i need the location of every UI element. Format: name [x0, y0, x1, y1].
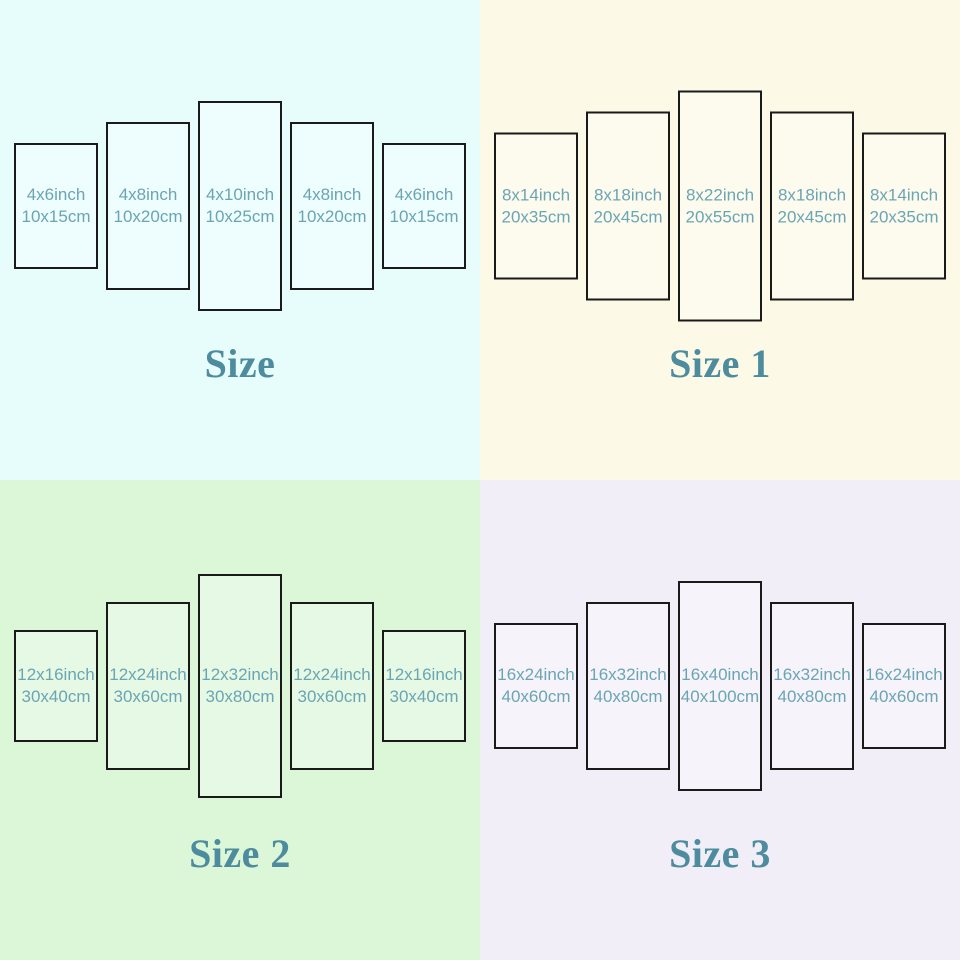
panel-size-cm: 30x60cm — [297, 687, 367, 706]
panel-size-cm: 30x80cm — [205, 687, 275, 706]
panel-rect: 12x24inch 30x60cm — [290, 602, 374, 770]
panel-rect: 8x14inch 20x35cm — [862, 132, 946, 280]
panel-row: 16x24inch 40x60cm 16x32inch 40x80cm 16x4… — [494, 581, 946, 791]
panel-rect: 8x18inch 20x45cm — [586, 111, 670, 301]
panel-rect: 12x16inch 30x40cm — [382, 630, 466, 742]
panel-size-cm: 10x15cm — [389, 207, 459, 226]
panel-rect: 16x32inch 40x80cm — [770, 602, 854, 770]
quadrant-title: Size — [204, 341, 276, 386]
panel-size-inches: 16x32inch — [589, 665, 667, 684]
panel-rect: 16x24inch 40x60cm — [862, 623, 946, 749]
panel-size-cm: 10x20cm — [113, 207, 183, 226]
panel-size-cm: 40x80cm — [777, 687, 847, 706]
quadrant-size: 4x6inch 10x15cm 4x8inch 10x20cm 4x10inch… — [0, 0, 480, 480]
panel-rect: 16x32inch 40x80cm — [586, 602, 670, 770]
panel-rect: 4x6inch 10x15cm — [14, 143, 98, 269]
panel-size-inches: 16x24inch — [865, 665, 943, 684]
panel-size-cm: 40x100cm — [680, 687, 760, 706]
panel-size-cm: 20x55cm — [685, 207, 755, 226]
panel-size-inches: 4x6inch — [394, 185, 454, 204]
panel-rect: 16x40inch 40x100cm — [678, 581, 762, 791]
panel-rect: 4x10inch 10x25cm — [198, 101, 282, 311]
panel-size-cm: 30x40cm — [389, 687, 459, 706]
panel-size-inches: 4x10inch — [205, 185, 275, 204]
panel-size-cm: 10x25cm — [205, 207, 275, 226]
panel-size-inches: 4x8inch — [302, 185, 362, 204]
quadrant-size-3: 16x24inch 40x60cm 16x32inch 40x80cm 16x4… — [480, 480, 960, 960]
panel-size-inches: 12x16inch — [17, 665, 95, 684]
panel-size-inches: 8x14inch — [869, 185, 939, 204]
panel-size-cm: 10x20cm — [297, 207, 367, 226]
panel-size-cm: 40x80cm — [593, 687, 663, 706]
quadrant-title: Size 3 — [669, 831, 771, 876]
panel-rect: 4x8inch 10x20cm — [106, 122, 190, 290]
panel-size-inches: 12x32inch — [201, 665, 279, 684]
panel-size-cm: 30x40cm — [21, 687, 91, 706]
panel-size-inches: 12x16inch — [385, 665, 463, 684]
quadrant-size-2: 12x16inch 30x40cm 12x24inch 30x60cm 12x3… — [0, 480, 480, 960]
quadrant-title: Size 2 — [189, 831, 291, 876]
quadrant-size-1: 8x14inch 20x35cm 8x18inch 20x45cm 8x22in… — [480, 0, 960, 480]
panel-size-cm: 10x15cm — [21, 207, 91, 226]
panel-size-cm: 20x45cm — [777, 207, 847, 226]
panel-size-cm: 30x60cm — [113, 687, 183, 706]
panel-rect: 12x32inch 30x80cm — [198, 574, 282, 798]
panel-rect: 4x6inch 10x15cm — [382, 143, 466, 269]
panel-size-inches: 8x18inch — [593, 185, 663, 204]
quadrant-title: Size 1 — [669, 341, 771, 386]
panel-row: 8x14inch 20x35cm 8x18inch 20x45cm 8x22in… — [494, 90, 946, 322]
panel-size-inches: 16x32inch — [773, 665, 851, 684]
panel-rect: 12x24inch 30x60cm — [106, 602, 190, 770]
panel-rect: 4x8inch 10x20cm — [290, 122, 374, 290]
panel-size-inches: 8x18inch — [777, 185, 847, 204]
panel-rect: 16x24inch 40x60cm — [494, 623, 578, 749]
panel-size-inches: 16x40inch — [681, 665, 759, 684]
panel-size-cm: 40x60cm — [869, 687, 939, 706]
panel-row: 12x16inch 30x40cm 12x24inch 30x60cm 12x3… — [14, 574, 466, 798]
panel-size-inches: 4x6inch — [26, 185, 86, 204]
panel-size-inches: 4x8inch — [118, 185, 178, 204]
panel-size-cm: 20x35cm — [869, 207, 939, 226]
panel-size-cm: 20x35cm — [501, 207, 571, 226]
panel-rect: 12x16inch 30x40cm — [14, 630, 98, 742]
panel-size-inches: 8x22inch — [685, 185, 755, 204]
panel-size-inches: 8x14inch — [501, 185, 571, 204]
panel-size-inches: 12x24inch — [109, 665, 187, 684]
panel-rect: 8x14inch 20x35cm — [494, 132, 578, 280]
panel-size-cm: 40x60cm — [501, 687, 571, 706]
panel-rect: 8x18inch 20x45cm — [770, 111, 854, 301]
panel-size-inches: 12x24inch — [293, 665, 371, 684]
panel-size-cm: 20x45cm — [593, 207, 663, 226]
panel-row: 4x6inch 10x15cm 4x8inch 10x20cm 4x10inch… — [14, 101, 466, 311]
panel-size-inches: 16x24inch — [497, 665, 575, 684]
panel-rect: 8x22inch 20x55cm — [678, 90, 762, 322]
